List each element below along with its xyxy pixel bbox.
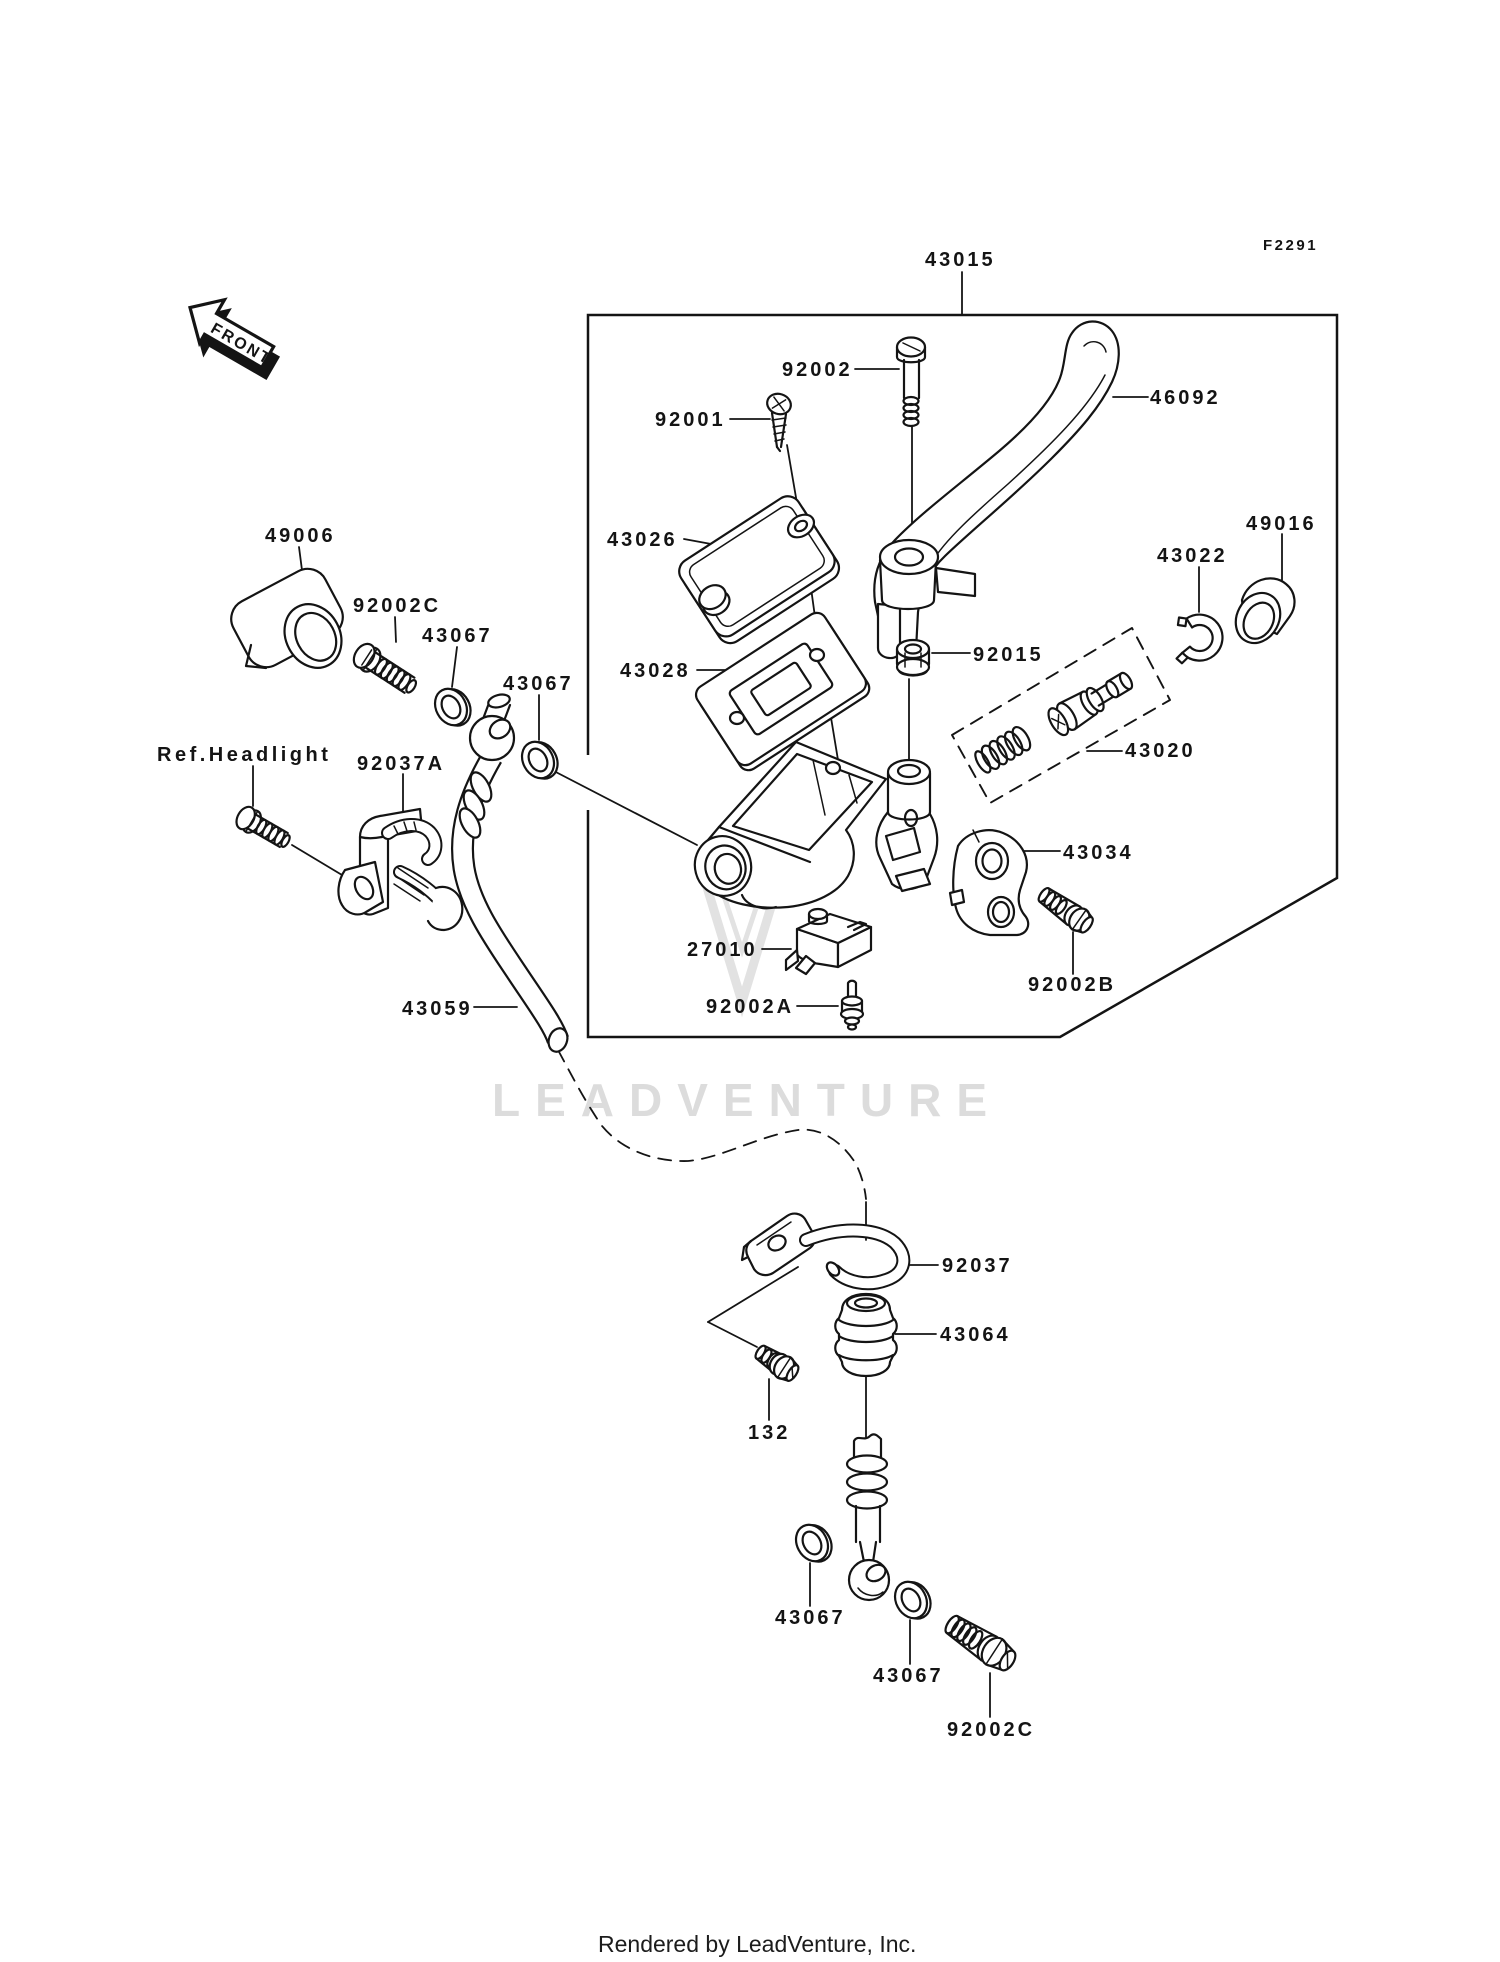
part-screw-92002c-upper [352, 642, 418, 694]
label-43015: 43015 [925, 249, 996, 271]
part-screw-132 [754, 1344, 800, 1382]
part-junction-49006 [230, 567, 344, 670]
label-92001: 92001 [655, 409, 726, 431]
part-clamp-92037a [337, 807, 464, 932]
label-132: 132 [748, 1422, 790, 1444]
label-92002c-upper: 92002C [353, 595, 441, 617]
label-92002: 92002 [782, 359, 853, 381]
part-grommet-43064 [834, 1292, 898, 1378]
part-boot-49016 [1234, 577, 1296, 645]
credit-line: Rendered by LeadVenture, Inc. [598, 1931, 916, 1957]
assembly-box-43015 [586, 313, 1339, 1039]
part-eclip-43022 [1175, 613, 1224, 665]
kit-spring [974, 725, 1032, 774]
label-43067-a: 43067 [422, 625, 493, 647]
part-cap-43026 [678, 495, 841, 645]
label-43020: 43020 [1125, 740, 1196, 762]
diagram-code: F2291 [1263, 237, 1318, 254]
part-plate-43028 [694, 611, 871, 772]
front-arrow-icon: FRONT [188, 297, 281, 380]
kit-piston [1047, 671, 1134, 737]
label-43064: 43064 [940, 1324, 1011, 1346]
part-screw-92002a [839, 979, 865, 1031]
part-hook-92037 [740, 1212, 911, 1291]
leader-lines [252, 271, 1283, 1718]
label-43022: 43022 [1157, 545, 1228, 567]
hose-routing-dashed-line [557, 1049, 867, 1200]
part-washer-43067-b [520, 740, 559, 780]
part-switch-27010 [784, 907, 873, 976]
label-92002b: 92002B [1028, 974, 1116, 996]
part-washer-43067-c [794, 1523, 833, 1563]
label-43034: 43034 [1063, 842, 1134, 864]
label-43059: 43059 [402, 998, 473, 1020]
label-43067-c: 43067 [775, 1607, 846, 1629]
label-43026: 43026 [607, 529, 678, 551]
part-bolt-92002c-lower [944, 1614, 1017, 1672]
label-43067-d: 43067 [873, 1665, 944, 1687]
label-92002a: 92002A [706, 996, 794, 1018]
label-46092: 46092 [1150, 387, 1221, 409]
part-washer-43067-a [433, 687, 472, 727]
label-43067-b: 43067 [503, 673, 574, 695]
label-49016: 49016 [1246, 513, 1317, 535]
part-screw-ref-headlight [235, 805, 291, 849]
part-screw-92001 [766, 392, 792, 453]
label-27010: 27010 [687, 939, 758, 961]
part-hose-43059 [450, 693, 569, 1053]
part-washer-43067-d [893, 1580, 932, 1620]
label-49006: 49006 [265, 525, 336, 547]
part-hose-fitting [845, 1433, 891, 1602]
part-kit-43020 [951, 627, 1171, 804]
label-ref-headlight: Ref.Headlight [157, 744, 331, 766]
watermark-text: LEADVENTURE [492, 1074, 1002, 1126]
part-labels: 43015 92002 92001 46092 43026 49006 9200… [157, 249, 1317, 1741]
label-92037a: 92037A [357, 753, 445, 775]
part-clamp-43034 [948, 829, 1030, 937]
part-nut-92015 [895, 638, 931, 677]
label-92002c-lower: 92002C [947, 1719, 1035, 1741]
part-bolt-92002 [895, 336, 927, 428]
label-43028: 43028 [620, 660, 691, 682]
part-master-cylinder-body [693, 740, 939, 910]
part-lever-46092 [873, 320, 1120, 660]
label-92037: 92037 [942, 1255, 1013, 1277]
part-bolt-92002b [1037, 886, 1094, 934]
label-92015: 92015 [973, 644, 1044, 666]
